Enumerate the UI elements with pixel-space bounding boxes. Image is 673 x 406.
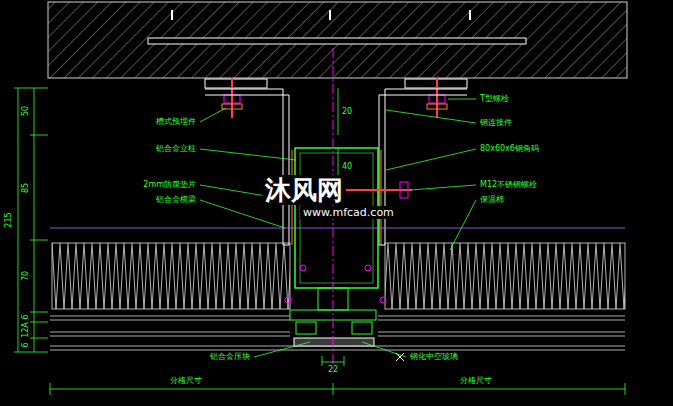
watermark: 沐风网 xyxy=(262,175,346,205)
part-label: M12不锈钢螺栓 xyxy=(480,180,537,190)
dimension-number: 40 xyxy=(342,162,352,172)
part-label: 钢化中空玻璃 xyxy=(410,352,458,362)
dimension-number: 215 xyxy=(4,212,14,227)
part-label: 槽式预埋件 xyxy=(156,117,196,127)
part-label: 铝合金立柱 xyxy=(156,144,196,154)
part-label: 铝合金压块 xyxy=(210,352,250,362)
part-label: 钢连接件 xyxy=(480,118,512,128)
part-label: 2mm防腐垫片 xyxy=(143,180,196,190)
dimension-number: 6 xyxy=(21,314,31,319)
dimension-label: 分格尺寸 xyxy=(460,376,492,386)
watermark: www.mfcad.com xyxy=(300,206,397,219)
dimension-number: 12A xyxy=(21,322,31,338)
part-label: 铝合金横梁 xyxy=(156,195,196,205)
part-label: 80x60x6钢角码 xyxy=(480,144,539,154)
dimension-number: 6 xyxy=(21,342,31,347)
dimension-number: 85 xyxy=(21,183,31,193)
part-label: T型螺栓 xyxy=(480,94,509,104)
dimension-number: 20 xyxy=(342,107,352,117)
dimension-number: 22 xyxy=(328,365,338,375)
dimension-number: 70 xyxy=(21,271,31,281)
dimension-number: 50 xyxy=(21,106,31,116)
dimension-label: 分格尺寸 xyxy=(170,376,202,386)
part-label: 保温棉 xyxy=(480,195,504,205)
